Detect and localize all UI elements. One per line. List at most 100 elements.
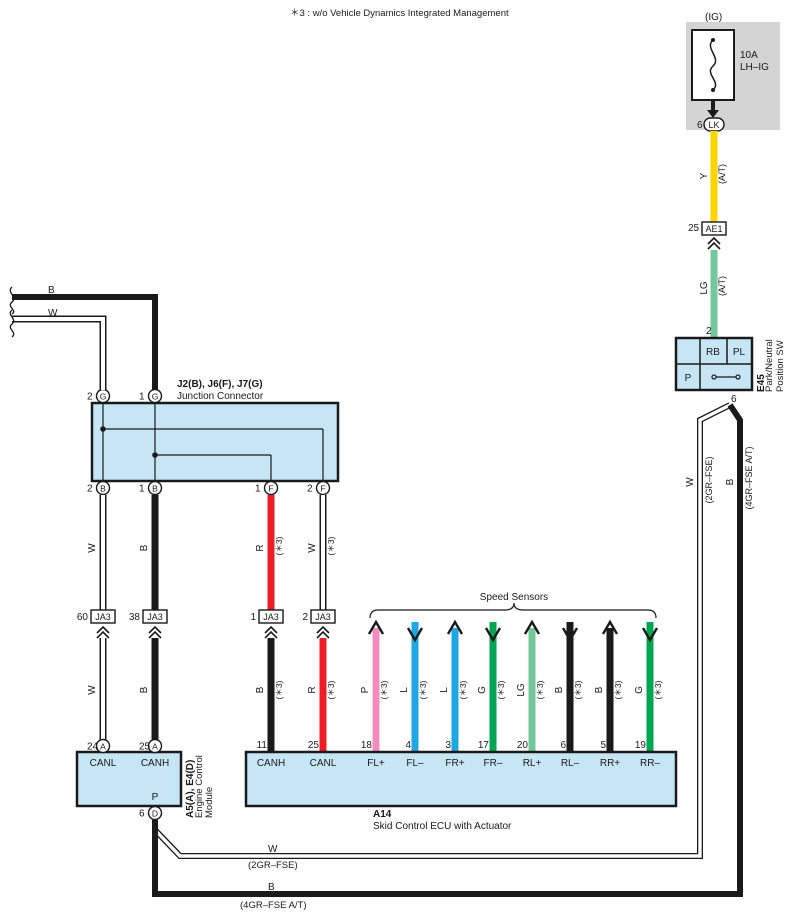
pnp-wire-b-sub: (4GR–FSE A/T) — [744, 446, 754, 509]
wire-lightgreen-label: LG — [699, 281, 710, 295]
mid-wire-3-mark: (＊3) — [326, 536, 336, 555]
pnp-wire-b-label: B — [725, 478, 736, 485]
ja3-connector-0 — [90, 609, 116, 624]
pnp-cell-rb: RB — [706, 347, 720, 358]
junction-bottom-pin-1-letter: B — [152, 483, 158, 493]
footnote: ＊3 : w/o Vehicle Dynamics Integrated Man… — [290, 8, 509, 19]
ja3-connector-3-pin: 2 — [302, 612, 308, 623]
sensor-wire-0-color: P — [360, 686, 371, 693]
skid-pin-number-2: 18 — [361, 740, 373, 751]
sensor-wire-4-color: LG — [516, 683, 527, 697]
skid-pin-number-8: 5 — [600, 740, 606, 751]
sensor-wire-1-mark: (＊3) — [418, 680, 428, 699]
skid-pin-label-2: FL+ — [367, 758, 385, 769]
skid-pins: 11CANH25CANL18FL+4FL–3FR+17FR–20RL+6RL–5… — [257, 740, 661, 769]
ecm-pin-label-1: CANH — [141, 758, 169, 769]
skid-pin-label-5: FR– — [484, 758, 503, 769]
ja3-connector-0-label: JA3 — [95, 612, 111, 622]
skid-ecu-box — [244, 750, 678, 808]
sensor-arrow-3 — [484, 627, 502, 643]
junction-bottom-pin-0-circle — [95, 480, 111, 496]
ecm-top-pin-0-circle — [95, 738, 111, 754]
sensor-wire-4-mark: (＊3) — [535, 680, 545, 699]
ae1-chevron — [707, 236, 721, 250]
sensor-wire-6-color: B — [594, 686, 605, 693]
ja3-chevron-2 — [264, 625, 278, 639]
junction-bottom-pin-2-circle — [263, 480, 279, 496]
junction-top-pin-0-number: 2 — [87, 392, 93, 403]
wire-left-white-core — [12, 317, 105, 390]
wire-left-white-label: W — [48, 308, 58, 319]
junction-top-pin-1-number: 1 — [139, 392, 145, 403]
skid-pin-number-1: 25 — [308, 740, 320, 751]
junction-bottom-pin-3-number: 2 — [307, 484, 313, 495]
ja3-connector-3-label: JA3 — [315, 612, 331, 622]
wire-return-white-core — [153, 403, 731, 858]
ja3-connector-1-label: JA3 — [147, 612, 163, 622]
skid-pin-label-7: RL– — [561, 758, 580, 769]
pnp-id: E45 — [756, 374, 767, 392]
wire-return-black-label: B — [268, 882, 275, 893]
park-neutral-switch: 2 RB PL P E45 Park/Neutral Position SW 6 — [674, 326, 786, 405]
fuse-rating: 10A — [740, 50, 758, 61]
mid-wire-2-color: R — [255, 544, 266, 551]
wire-left-black-label: B — [48, 285, 55, 296]
sensor-arrow-7 — [641, 627, 659, 643]
fuse-icon — [709, 39, 717, 91]
pnp-switch-contact-right — [735, 374, 741, 380]
ja3-chevron-0 — [96, 625, 110, 639]
low-wire-3-mark: (＊3) — [326, 680, 336, 699]
pnp-name-line2: Position SW — [775, 340, 786, 392]
skid-pin-label-0: CANH — [257, 758, 285, 769]
ecm-name-line2: Module — [204, 787, 215, 818]
skid-pin-number-3: 4 — [405, 740, 411, 751]
ecm-bottom-pin-letter: D — [152, 808, 158, 818]
wire-return-white-label: W — [268, 844, 278, 855]
sensor-wire-0-mark: (＊3) — [379, 680, 389, 699]
sensor-wire-2-color: L — [439, 687, 450, 693]
fuse-block: (IG) 10A LH–IG 6 LK — [686, 12, 780, 132]
ecm-bottom-pin-circle — [147, 805, 163, 821]
ja3-connector-0-pin: 60 — [77, 612, 89, 623]
sensor-wire-3-mark: (＊3) — [496, 680, 506, 699]
ecm-bottom-pin-number: 6 — [139, 809, 145, 820]
wire-return-white-sub: (2GR–FSE) — [248, 860, 298, 871]
low-wire-1-color: B — [139, 686, 150, 693]
sensor-arrow-1 — [406, 627, 424, 643]
pnp-wire-w-sub: (2GR–FSE) — [704, 456, 714, 503]
ja3-connector-2-label: JA3 — [263, 612, 279, 622]
fuse-terminal-bottom — [711, 88, 715, 92]
ecm-p-label: P — [152, 792, 159, 803]
speed-sensors-label: Speed Sensors — [480, 592, 548, 603]
mid-wire-1-color: B — [139, 544, 150, 551]
skid-pin-label-6: RL+ — [523, 758, 542, 769]
ae1-connector-label: AE1 — [705, 224, 722, 234]
skid-pin-number-7: 6 — [560, 740, 566, 751]
junction-top-pin-0-letter: G — [100, 391, 107, 401]
lk-pin-number: 6 — [697, 120, 703, 131]
pnp-wire-w-label: W — [685, 477, 696, 487]
fuse-terminal-top — [711, 38, 715, 42]
fuse-source: (IG) — [705, 12, 722, 23]
break-mark-black — [9, 286, 15, 315]
ja3-connector-3 — [310, 609, 336, 624]
junction-node-w — [100, 426, 106, 432]
pnp-pin-top: 2 — [706, 326, 712, 337]
sensor-arrow-6 — [601, 619, 619, 635]
skid-pin-label-4: FR+ — [445, 758, 464, 769]
pnp-cell-p: P — [685, 373, 692, 384]
fuse-arrow — [707, 110, 719, 118]
ja3-chevron-1 — [148, 625, 162, 639]
wire-lightgreen-sub: (A/T) — [717, 276, 727, 296]
wire-left-black — [12, 294, 158, 390]
fuse-name: LH–IG — [740, 62, 769, 73]
ja3-chevron-3 — [316, 625, 330, 639]
sensor-wire-3-color: G — [477, 686, 488, 694]
skid-pin-label-8: RR+ — [600, 758, 620, 769]
left-wires: B W — [9, 285, 158, 390]
wire-yellow-label: Y — [699, 172, 710, 179]
wire-return-black-sub: (4GR–FSE A/T) — [240, 900, 307, 911]
